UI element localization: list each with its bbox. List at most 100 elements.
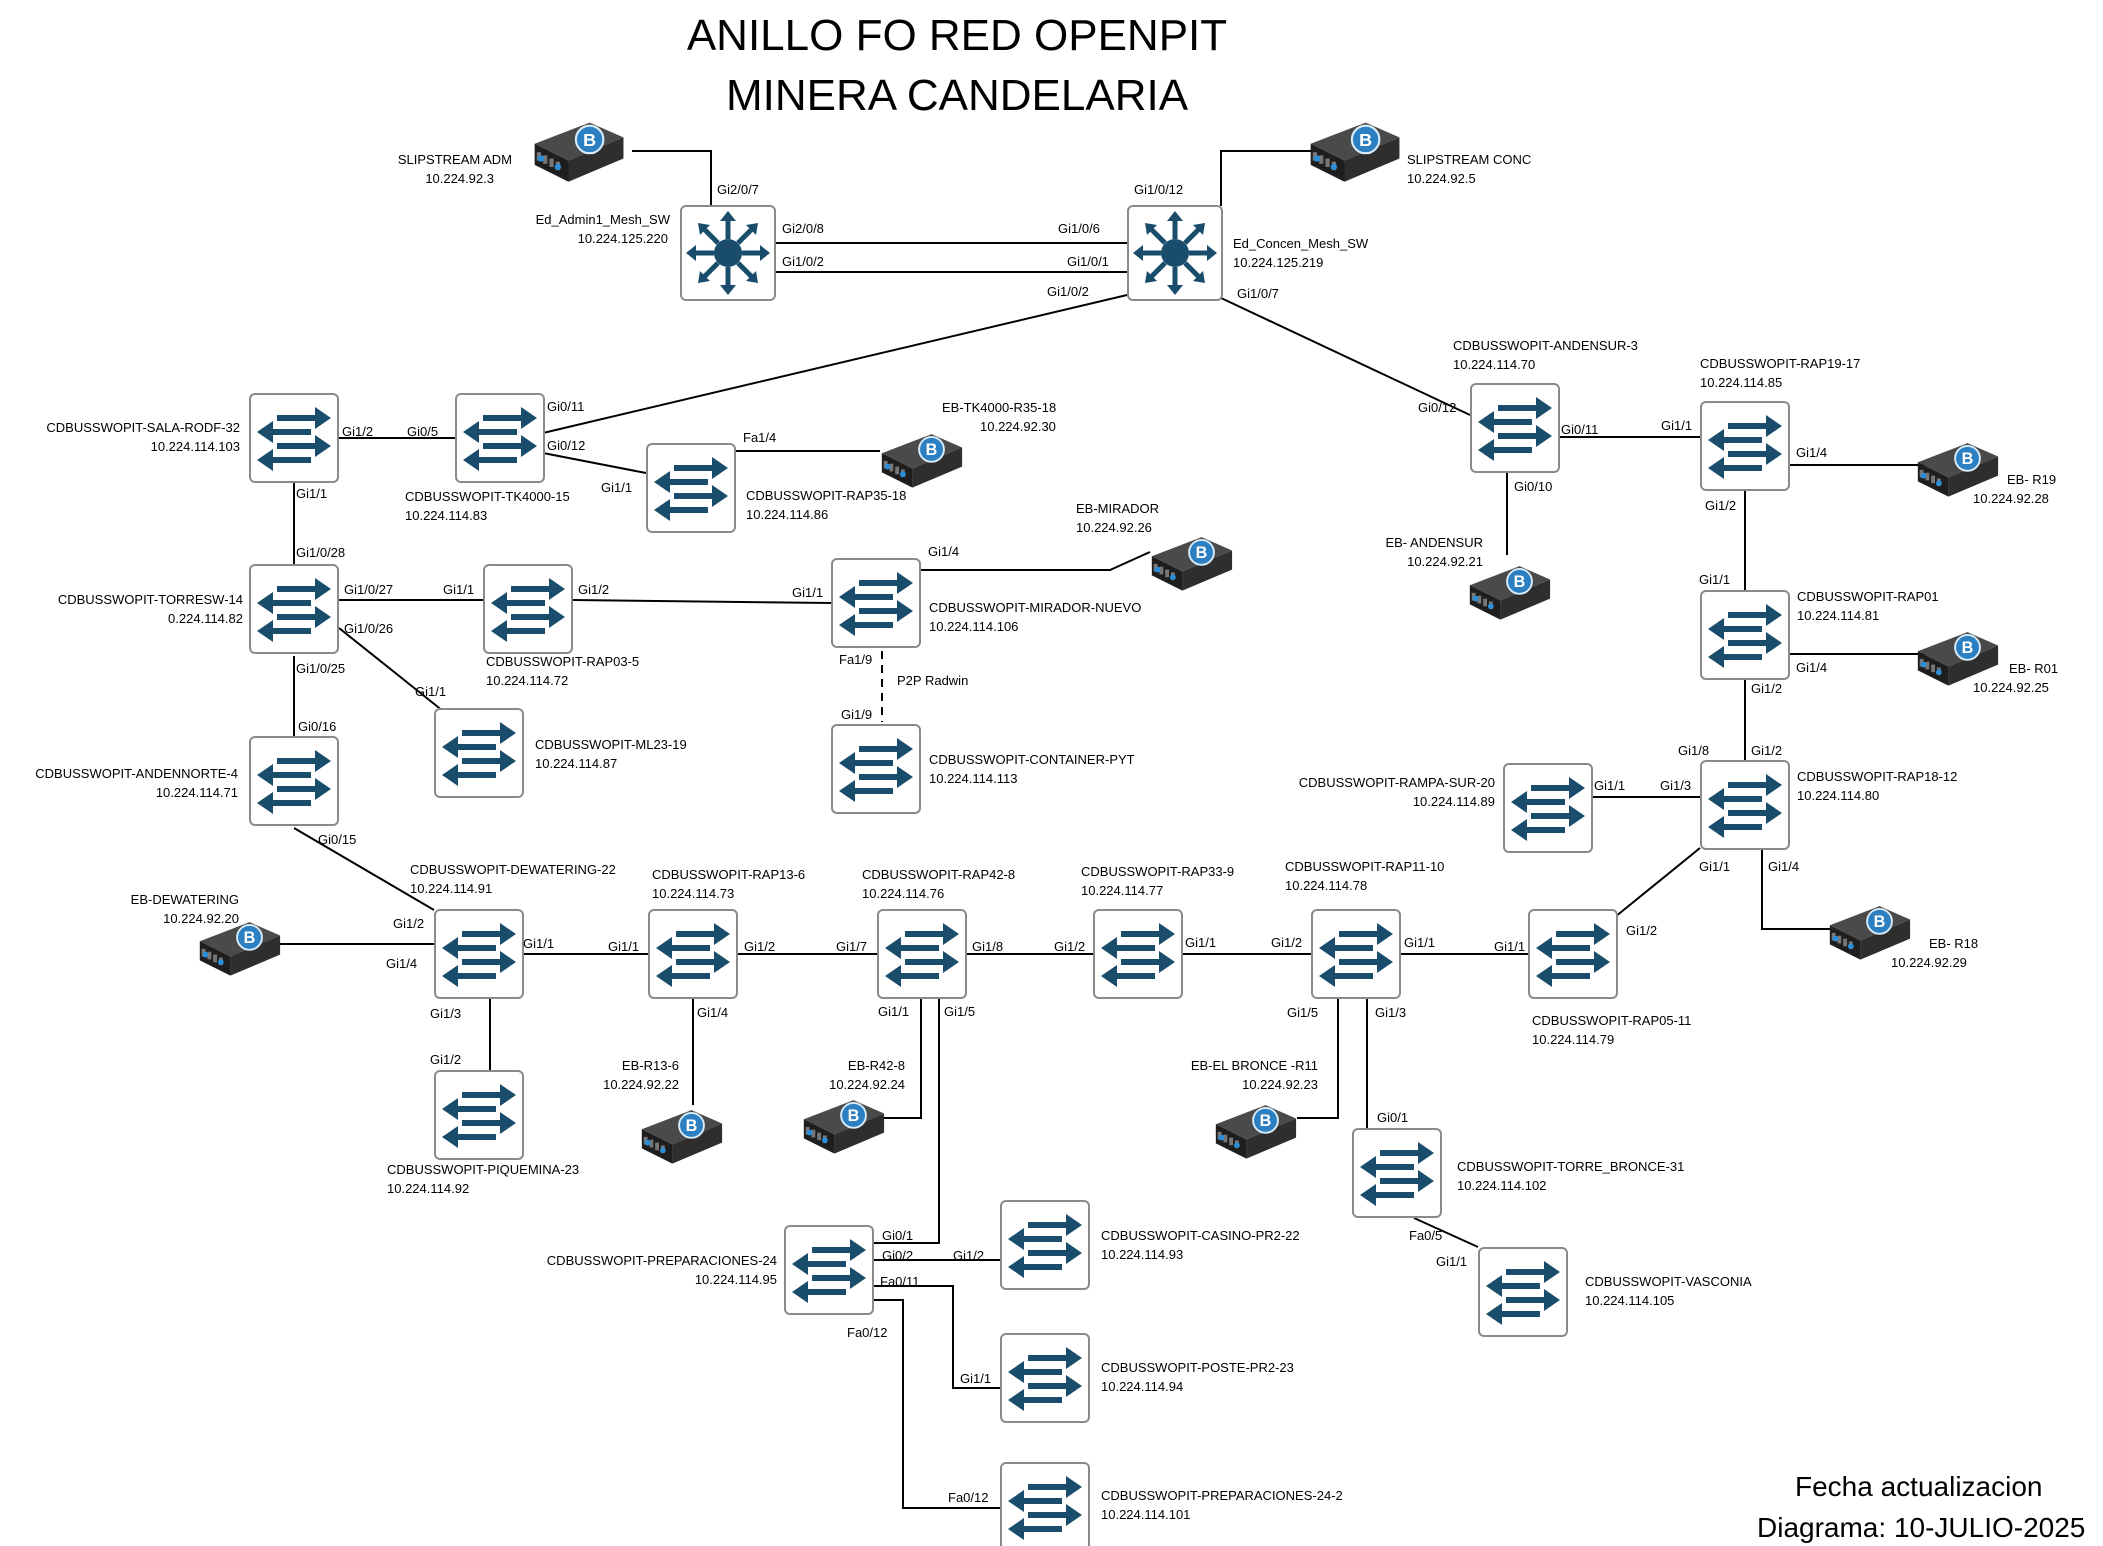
- node-ip: 10.224.92.20: [163, 911, 239, 926]
- port-label: Gi1/5: [1287, 1005, 1318, 1020]
- switch-icon[interactable]: [1700, 401, 1790, 491]
- port-label: Gi1/2: [1271, 935, 1302, 950]
- node-name: CDBUSSWOPIT-RAP11-10: [1285, 859, 1444, 874]
- switch-icon[interactable]: [877, 909, 967, 999]
- node-name: CDBUSSWOPIT-RAP03-5: [486, 654, 639, 669]
- port-label: Fa0/12: [847, 1325, 887, 1340]
- switch-icon[interactable]: [1000, 1333, 1090, 1423]
- switch-icon[interactable]: [1000, 1200, 1090, 1290]
- switch-icon[interactable]: [434, 1070, 524, 1160]
- port-label: Gi1/4: [1796, 660, 1827, 675]
- port-label: Gi0/16: [298, 719, 336, 734]
- node-ip: 10.224.114.93: [1101, 1247, 1183, 1262]
- port-label: Gi1/1: [1404, 935, 1435, 950]
- switch-icon[interactable]: [1503, 763, 1593, 853]
- port-label: Gi1/1: [415, 684, 446, 699]
- radio-icon[interactable]: [1150, 536, 1234, 592]
- node-name: CDBUSSWOPIT-CONTAINER-PYT: [929, 752, 1135, 767]
- switch-icon[interactable]: [1000, 1462, 1090, 1546]
- radio-icon[interactable]: [1309, 121, 1401, 183]
- node-ip: 10.224.114.113: [929, 771, 1017, 786]
- port-label: Gi1/1: [601, 480, 632, 495]
- switch-icon[interactable]: [249, 393, 339, 483]
- node-ip: 10.224.114.95: [695, 1272, 777, 1287]
- radio-icon[interactable]: [640, 1109, 724, 1165]
- node-ip: 10.224.92.21: [1407, 554, 1483, 569]
- radio-icon[interactable]: [802, 1099, 886, 1155]
- switch-icon[interactable]: [784, 1225, 874, 1315]
- switch-icon[interactable]: [1470, 383, 1560, 473]
- core-switch-icon[interactable]: [681, 206, 775, 300]
- node-ip: 10.224.92.22: [603, 1077, 679, 1092]
- port-label: Gi1/1: [608, 939, 639, 954]
- port-label: Gi1/0/2: [782, 254, 824, 269]
- port-label: Gi0/12: [1418, 400, 1456, 415]
- switch-icon[interactable]: [1311, 909, 1401, 999]
- device-icons: [198, 121, 2000, 1546]
- port-label: Gi0/10: [1514, 479, 1552, 494]
- link-andennorte-dewatering: [293, 827, 435, 911]
- port-label: Gi1/1: [296, 486, 327, 501]
- node-name: CDBUSSWOPIT-RAP18-12: [1797, 769, 1957, 784]
- node-ip: 10.224.125.219: [1233, 255, 1323, 270]
- radio-icon[interactable]: [1214, 1104, 1298, 1160]
- port-label: Gi1/4: [1796, 445, 1827, 460]
- node-name: EB-DEWATERING: [131, 892, 239, 907]
- port-label: Gi0/2: [882, 1248, 913, 1263]
- port-label: Gi0/12: [547, 438, 585, 453]
- port-label: Gi1/9: [841, 707, 872, 722]
- switch-icon[interactable]: [648, 909, 738, 999]
- node-ip: 10.224.114.91: [410, 881, 492, 896]
- switch-icon[interactable]: [1700, 590, 1790, 680]
- switch-icon[interactable]: [1528, 909, 1618, 999]
- node-name: CDBUSSWOPIT-PREPARACIONES-24: [547, 1253, 777, 1268]
- node-name: CDBUSSWOPIT-RAMPA-SUR-20: [1299, 775, 1495, 790]
- radio-icon[interactable]: [1916, 442, 2000, 498]
- switch-icon[interactable]: [646, 443, 736, 533]
- switch-icon[interactable]: [1478, 1247, 1568, 1337]
- switch-icon[interactable]: [831, 724, 921, 814]
- radio-icon[interactable]: [1828, 905, 1912, 961]
- port-label: Gi1/4: [928, 544, 959, 559]
- port-label: Gi1/1: [1699, 572, 1730, 587]
- node-name: CDBUSSWOPIT-ML23-19: [535, 737, 687, 752]
- node-name: CDBUSSWOPIT-ANDENNORTE-4: [35, 766, 238, 781]
- node-ip: 10.224.114.103: [151, 439, 240, 454]
- port-label: Gi1/0/28: [296, 545, 345, 560]
- radio-icon[interactable]: [198, 921, 282, 977]
- port-label: Gi1/1: [1699, 859, 1730, 874]
- port-label: Gi0/11: [547, 399, 584, 414]
- port-label: Gi1/4: [697, 1005, 728, 1020]
- switch-icon[interactable]: [1700, 760, 1790, 850]
- switch-icon[interactable]: [831, 558, 921, 648]
- radio-icon[interactable]: [533, 121, 625, 183]
- node-ip: 10.224.114.89: [1413, 794, 1495, 809]
- switch-icon[interactable]: [1093, 909, 1183, 999]
- radio-icon[interactable]: [1468, 565, 1552, 621]
- switch-icon[interactable]: [434, 708, 524, 798]
- node-name: CDBUSSWOPIT-RAP42-8: [862, 867, 1015, 882]
- port-label: Gi1/1: [1661, 418, 1692, 433]
- switch-icon[interactable]: [455, 393, 545, 483]
- radio-icon[interactable]: [880, 433, 964, 489]
- port-label: Gi1/2: [744, 939, 775, 954]
- radio-icon[interactable]: [1916, 631, 2000, 687]
- switch-icon[interactable]: [249, 736, 339, 826]
- switch-icon[interactable]: [1352, 1128, 1442, 1218]
- core-switch-icon[interactable]: [1128, 206, 1222, 300]
- switch-icon[interactable]: [483, 564, 573, 654]
- node-ip: 10.224.114.106: [929, 619, 1018, 634]
- switch-icon[interactable]: [249, 564, 339, 654]
- node-ip: 10.224.114.94: [1101, 1379, 1183, 1394]
- node-name: CDBUSSWOPIT-TORRESW-14: [58, 592, 243, 607]
- node-name: CDBUSSWOPIT-CASINO-PR2-22: [1101, 1228, 1300, 1243]
- node-name: CDBUSSWOPIT-ANDENSUR-3: [1453, 338, 1638, 353]
- switch-icon[interactable]: [434, 909, 524, 999]
- diagram-title-line1: ANILLO FO RED OPENPIT: [687, 11, 1227, 60]
- port-label: Gi1/8: [972, 939, 1003, 954]
- node-ip: 0.224.114.82: [168, 611, 243, 626]
- port-label: Gi1/2: [578, 582, 609, 597]
- node-name: EB-MIRADOR: [1076, 501, 1159, 516]
- port-label: Gi1/1: [443, 582, 474, 597]
- node-name: CDBUSSWOPIT-RAP13-6: [652, 867, 805, 882]
